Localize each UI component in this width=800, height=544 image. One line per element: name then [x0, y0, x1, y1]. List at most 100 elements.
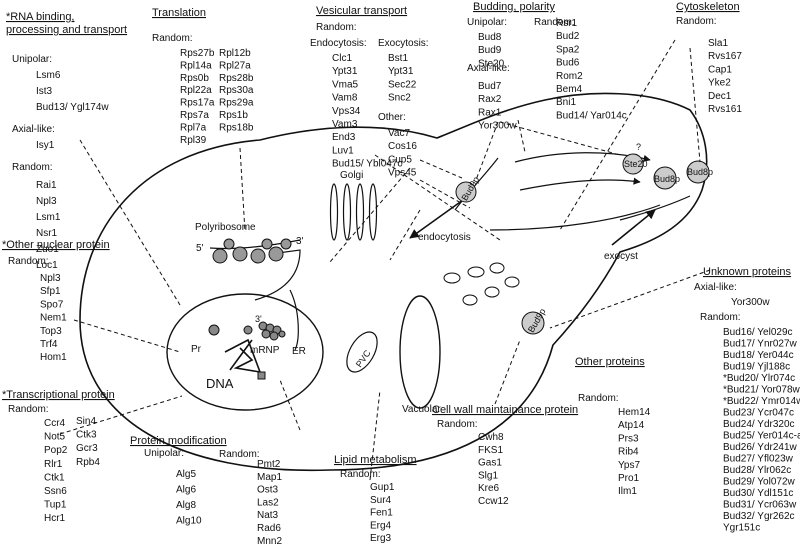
translation-col2-item: Rps28b — [219, 73, 254, 84]
unknown-random-list-item: Bud24/ Ydr320c — [723, 419, 795, 430]
rna-unipolar-label: Unipolar: — [12, 54, 52, 65]
lipid-title: Lipid metabolism — [334, 454, 417, 466]
other-vesicular-label: Other: — [378, 112, 406, 123]
budding-axial-list-item: Rax2 — [478, 94, 502, 105]
budding-random-list-item: Bem4 — [556, 84, 583, 95]
modification-group: Protein modification Unipolar: Alg5Alg6A… — [130, 435, 282, 544]
translation-random-label: Random: — [152, 33, 193, 44]
actin-cables — [489, 152, 691, 231]
cell-outline — [79, 92, 708, 472]
unknown-random-list-item: Bud32/ Ygr262c — [723, 511, 795, 522]
cytoskeleton-list-item: Sla1 — [708, 38, 728, 49]
other-vesicular-list-item: Vac7 — [388, 128, 410, 139]
endocytosis-label-cell: endocytosis — [418, 232, 471, 243]
unknown-random-list-item: Bud28/ Ylr062c — [723, 465, 791, 476]
unknown-random-list-item: *Bud20/ Ylr074c — [723, 373, 795, 384]
bud8p-tip-label: Bud8p — [687, 167, 713, 177]
mother-cell — [79, 92, 708, 472]
unknown-random-list-item: Bud30/ Ydl151c — [723, 488, 793, 499]
leader-lines — [59, 39, 711, 481]
modification-unipolar-list-item: Alg10 — [176, 516, 202, 527]
polyribosome-label: Polyribosome — [195, 222, 256, 233]
budding-random-list-item: Bni1 — [556, 97, 576, 108]
budding-group: Budding, polarity Unipolar: Bud8Bud9Ste2… — [467, 1, 627, 132]
other-proteins-list-item: Rib4 — [618, 447, 639, 458]
vesicular-title: Vesicular transport — [316, 5, 407, 17]
vacuole — [399, 295, 441, 409]
budding-axial-label: Axial-like: — [467, 63, 510, 74]
nuclear-list-item: Sfp1 — [40, 286, 61, 297]
unknown-proteins-group: Unknown proteins Axial-like: Yor300w Ran… — [694, 266, 800, 534]
transcriptional-col1-item: Not5 — [44, 432, 66, 443]
translation-col2-item: Rps18b — [219, 122, 254, 133]
unknown-random-list-item: Bud18/ Yer044c — [723, 350, 794, 361]
cytoskeleton-list-item: Rvs161 — [708, 104, 742, 115]
rna-random-list-item: Lsm1 — [36, 212, 61, 223]
rna-unipolar-list-item: Lsm6 — [36, 70, 61, 81]
modification-random-list-item: Ost3 — [257, 485, 279, 496]
unknown-random-list-item: Ygr151c — [723, 523, 760, 534]
unknown-random-list-item: Bud31/ Ycr063w — [723, 500, 797, 511]
endocytosis-list-item: Vam8 — [332, 93, 358, 104]
budding-axial-list-item: Rax1 — [478, 107, 502, 118]
other-proteins-list-item: Atp14 — [618, 420, 645, 431]
budding-unipolar-label: Unipolar: — [467, 17, 507, 28]
budding-random-label: Random: — [534, 17, 575, 28]
other-proteins-group: Other proteins Random: Hem14Atp14Prs3Rib… — [575, 356, 651, 497]
vacuolar-label: Vacuolar — [402, 404, 441, 415]
nuclear-contents — [208, 321, 286, 380]
unknown-random-list-item: *Bud21/ Yor078w — [723, 385, 800, 396]
rna-random-list-item: Nsr1 — [36, 228, 58, 239]
modification-title: Protein modification — [130, 435, 227, 447]
unknown-random-list-item: Bud29/ Yol072w — [723, 477, 796, 488]
rna-random-list-item: Loc1 — [36, 260, 58, 271]
modification-unipolar-label: Unipolar: — [144, 448, 184, 459]
transcriptional-col1-item: Ssn6 — [44, 486, 67, 497]
unknown-random-list-item: Bud23/ Ycr047c — [723, 408, 794, 419]
er-membrane — [254, 249, 301, 351]
cytoskeleton-list-item: Cap1 — [708, 64, 732, 75]
budding-unipolar-list-item: Ste20 — [478, 58, 505, 69]
nuclear-list-item: Hom1 — [40, 352, 67, 363]
transcriptional-group: *Transcriptional protein Random: Ccr4Not… — [2, 389, 115, 524]
budding-axial-list-item: Bud7 — [478, 81, 502, 92]
translation-col2-item: Rpl12b — [219, 48, 251, 59]
endocytosis-list-item: Bud15/ Ybl047c — [332, 159, 402, 170]
transcriptional-col2-item: Rpb4 — [76, 457, 100, 468]
mrnp-label: mRNP — [250, 345, 280, 356]
translation-col2-item: Rps29a — [219, 98, 254, 109]
lipid-group: Lipid metabolism Random: Gup1Sur4Fen1Erg… — [334, 454, 417, 544]
lipid-list-item: Erg4 — [370, 520, 392, 531]
exocytosis-list-item: Snc2 — [388, 93, 411, 104]
rna-random-list-item: Zuo1 — [36, 244, 59, 255]
other-proteins-list-item: Hem14 — [618, 407, 651, 418]
translation-col1-item: Rpl14a — [180, 60, 212, 71]
pvc — [346, 331, 378, 373]
unknown-random-list-item: Bud17/ Ynr027w — [723, 339, 798, 350]
unknown-axial-list-item: Yor300w — [731, 297, 770, 308]
transcriptional-col1-item: Ctk1 — [44, 472, 65, 483]
exocytosis-label: Exocytosis: — [378, 38, 429, 49]
endocytosis-label: Endocytosis: — [310, 38, 367, 49]
three-prime-label: 3' — [296, 236, 304, 247]
nuclear-random-label: Random: — [8, 256, 49, 267]
golgi-label: Golgi — [340, 170, 363, 181]
rna-random-list-item: Rai1 — [36, 180, 57, 191]
cellwall-list-item: Cwh8 — [478, 432, 504, 443]
modification-unipolar-list-item: Alg5 — [176, 469, 196, 480]
nucleus — [166, 293, 324, 411]
dna-label: DNA — [206, 376, 234, 391]
translation-col1-item: Rps17a — [180, 98, 215, 109]
budding-title: Budding, polarity — [473, 1, 555, 13]
rna-unipolar-list-item: Ist3 — [36, 86, 53, 97]
exocytosis-list-item: Bst1 — [388, 53, 408, 64]
lipid-list-item: Erg3 — [370, 533, 392, 544]
unknown-random-list-item: Bud19/ Yjl188c — [723, 362, 790, 373]
polyribosome — [209, 238, 301, 264]
unknown-random-list-item: *Bud22/ Ymr014w — [723, 396, 800, 407]
cellwall-random-label: Random: — [437, 419, 478, 430]
